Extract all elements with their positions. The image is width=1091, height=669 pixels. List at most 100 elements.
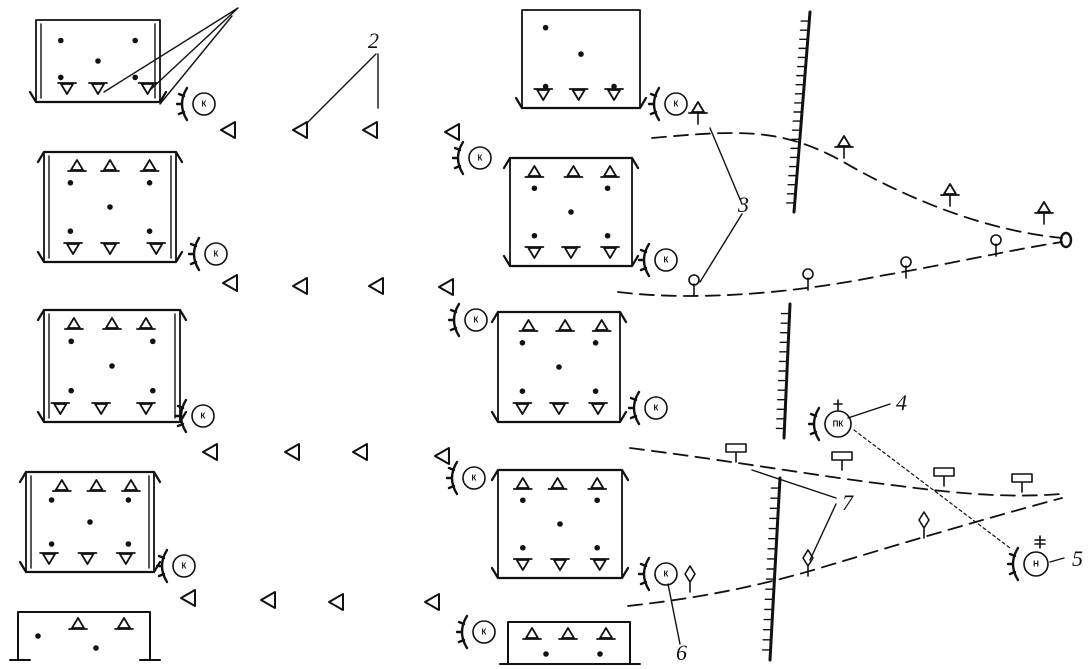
sign-marker: [933, 467, 955, 487]
command-post: К: [637, 242, 678, 278]
dot: [93, 645, 99, 651]
diamond: [684, 565, 696, 593]
dot: [146, 228, 153, 234]
post-circle: [1023, 551, 1049, 577]
post-bracket: [175, 86, 189, 122]
triangle-down: [549, 402, 569, 415]
triangle-up: [114, 617, 134, 630]
triangle-up: [51, 479, 72, 492]
dot: [150, 387, 156, 394]
barrier-lines: [761, 10, 812, 662]
dot: [542, 24, 549, 31]
triangle-up: [558, 627, 578, 640]
barrier: [761, 476, 782, 662]
dot: [95, 58, 101, 64]
block-bottom-bar: [514, 96, 648, 110]
barrier: [775, 302, 792, 440]
post-label: ПК: [833, 420, 844, 429]
partial-block-right: [499, 621, 641, 665]
sign: [725, 443, 747, 463]
dot: [48, 541, 55, 547]
triangle-down: [136, 402, 156, 415]
triangle-rows: [180, 121, 460, 611]
block-bottom-bar: [18, 560, 162, 574]
post-circle: [191, 404, 215, 428]
post-label: К: [202, 100, 207, 109]
leader-2a: [307, 53, 377, 123]
triangle-down: [115, 552, 136, 565]
pin-head: [900, 256, 912, 268]
dot: [67, 228, 74, 234]
post-bracket: [807, 406, 821, 442]
triangle-down: [589, 558, 610, 571]
triangle-down: [588, 402, 608, 415]
dot: [67, 180, 74, 186]
unit-block: [514, 9, 648, 110]
dot: [543, 651, 549, 657]
triangle-down: [39, 552, 59, 565]
triangle-down: [512, 402, 533, 415]
triangle-up: [587, 477, 608, 490]
command-post: К: [155, 548, 196, 584]
command-post: К: [647, 86, 688, 122]
post-label: К: [182, 562, 187, 571]
post-circle: [468, 146, 492, 170]
post-circle: [644, 396, 668, 420]
post-label: К: [201, 412, 206, 421]
command-post: К: [627, 390, 668, 426]
block-top-bar: [502, 156, 640, 170]
diamond-marker: [684, 565, 696, 593]
triangle-up: [518, 319, 539, 332]
post-bracket: [155, 548, 169, 584]
unit-blocks: [9, 9, 648, 665]
triangle-up: [524, 165, 545, 178]
command-post: К: [451, 140, 492, 176]
sign: [831, 451, 853, 471]
post-circle: [192, 92, 216, 116]
triangle-left: [220, 121, 236, 139]
triangle-left: [438, 278, 454, 296]
triangle-up: [67, 159, 87, 172]
triangle-up: [591, 319, 612, 332]
leader-3a: [709, 127, 743, 205]
dot: [58, 74, 64, 81]
post-label: Н: [1033, 560, 1039, 569]
post-bracket: [637, 242, 651, 278]
post-label: К: [478, 154, 483, 163]
dot: [594, 544, 600, 551]
dot: [519, 340, 526, 346]
leader-7: [751, 469, 837, 561]
triangle-up: [522, 627, 542, 640]
dot: [594, 497, 600, 504]
flag-marker: [940, 183, 960, 207]
route-upper-return: [617, 241, 1063, 297]
triangle-up: [1034, 201, 1054, 214]
command-post: К: [187, 236, 228, 272]
partial-block-left: [9, 611, 161, 661]
label-2: 2: [368, 28, 379, 53]
sign-marker: [1011, 473, 1033, 493]
sign-marker: [725, 443, 747, 463]
triangle-up: [940, 183, 960, 196]
dot: [592, 340, 599, 346]
dot: [531, 232, 538, 239]
dot: [109, 363, 115, 369]
triangle-up: [102, 317, 122, 330]
post-circle: [204, 242, 228, 266]
triangle-up: [136, 317, 156, 330]
block-top-bar: [490, 468, 630, 482]
dot: [578, 51, 584, 57]
command-post: К: [447, 302, 488, 338]
command-post: К: [174, 398, 215, 434]
triangle-left: [292, 121, 308, 139]
unit-block: [490, 468, 630, 580]
triangle-down: [100, 242, 120, 255]
route-lower: [629, 447, 1061, 497]
triangle-up: [86, 479, 107, 492]
block-bottom-bar: [28, 90, 168, 104]
dot: [542, 83, 549, 90]
triangle-down: [524, 246, 545, 259]
post-bracket: [445, 460, 459, 496]
leader-5: [1049, 557, 1065, 563]
triangle-up: [121, 479, 141, 492]
